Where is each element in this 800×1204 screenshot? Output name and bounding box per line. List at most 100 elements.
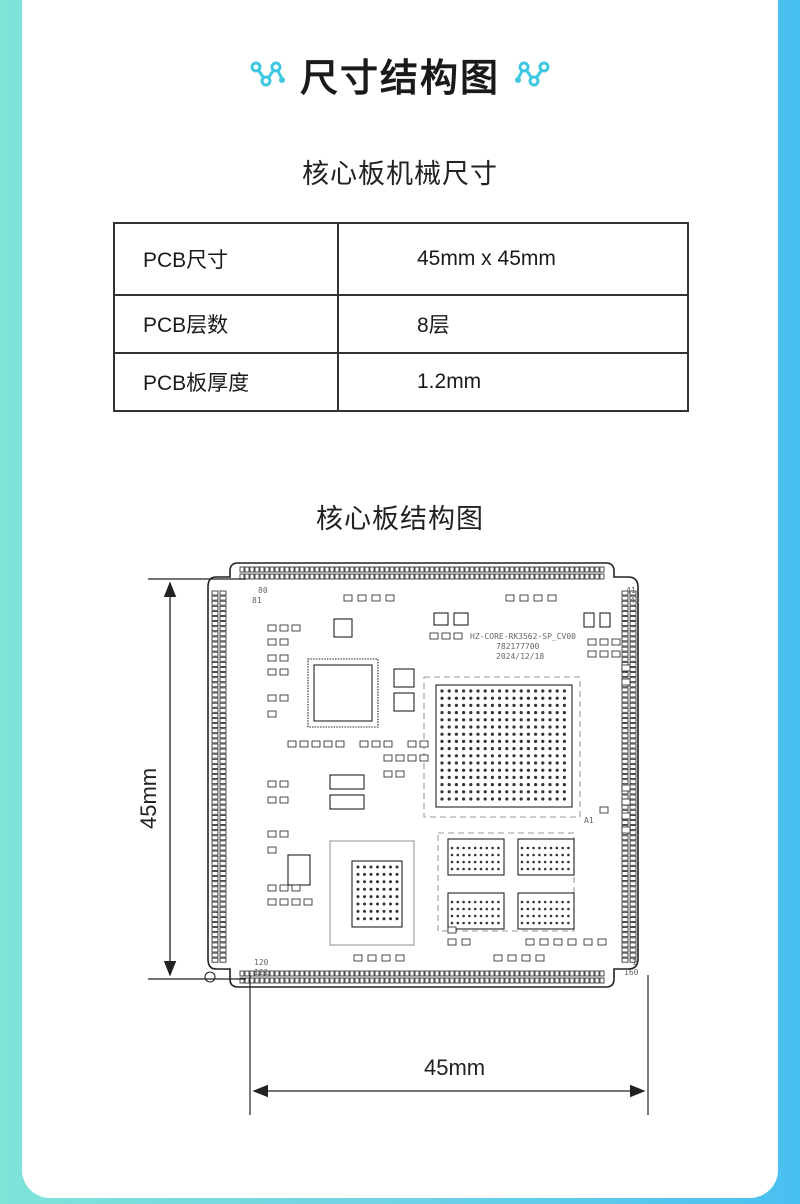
edge-pad bbox=[309, 977, 315, 984]
edge-pad bbox=[314, 573, 320, 580]
edge-pad bbox=[464, 573, 470, 580]
edge-pad bbox=[211, 942, 219, 948]
edge-pad bbox=[544, 573, 550, 580]
solder-ball bbox=[369, 865, 373, 869]
smd-part bbox=[621, 826, 631, 834]
edge-pad bbox=[211, 748, 219, 754]
solder-ball bbox=[541, 790, 545, 794]
bga-lower-chip bbox=[351, 860, 403, 928]
edge-pad bbox=[629, 901, 637, 907]
content-card: 尺寸结构图 核心板机械尺寸 PCB尺寸 45mm x 45mm PCB层数 8层… bbox=[22, 0, 778, 1198]
edge-pad bbox=[621, 769, 629, 774]
edge-pad bbox=[509, 573, 515, 580]
solder-ball bbox=[541, 797, 545, 801]
solder-ball bbox=[490, 703, 494, 707]
smd-part bbox=[299, 740, 309, 748]
smd-part bbox=[621, 678, 631, 686]
edge-pad bbox=[264, 573, 270, 580]
edge-pad bbox=[359, 573, 365, 580]
solder-ball bbox=[505, 696, 509, 700]
edge-pad bbox=[629, 738, 637, 744]
edge-pad bbox=[314, 970, 320, 977]
solder-ball bbox=[538, 860, 541, 864]
solder-ball bbox=[562, 711, 566, 715]
edge-pad bbox=[594, 977, 600, 984]
solder-ball bbox=[526, 718, 530, 722]
solder-ball bbox=[534, 768, 538, 772]
solder-ball bbox=[485, 900, 489, 904]
smd-part bbox=[383, 754, 393, 762]
solder-ball bbox=[498, 768, 502, 772]
edge-pad bbox=[219, 794, 227, 800]
edge-pad bbox=[339, 977, 345, 984]
edge-pad bbox=[629, 631, 637, 637]
solder-ball bbox=[497, 914, 500, 918]
solder-ball bbox=[498, 689, 502, 693]
solder-ball bbox=[505, 689, 509, 693]
solder-ball bbox=[389, 865, 392, 869]
solder-ball bbox=[505, 797, 509, 801]
edge-pad bbox=[219, 651, 227, 657]
edge-pad bbox=[509, 566, 515, 573]
solder-ball bbox=[479, 867, 483, 871]
solder-ball bbox=[479, 914, 483, 918]
solder-ball bbox=[548, 718, 552, 722]
edge-pad bbox=[211, 850, 219, 856]
edge-pad bbox=[519, 566, 525, 573]
solder-ball bbox=[382, 880, 386, 884]
edge-pad bbox=[564, 970, 570, 977]
edge-pad bbox=[429, 573, 435, 580]
solder-ball bbox=[526, 921, 530, 925]
edge-pad bbox=[621, 728, 629, 734]
edge-pad bbox=[621, 631, 629, 637]
smd-part bbox=[599, 638, 609, 646]
edge-pad bbox=[294, 977, 300, 984]
edge-pad bbox=[629, 881, 637, 887]
solder-ball bbox=[519, 696, 523, 700]
edge-pad bbox=[211, 947, 219, 953]
edge-pad bbox=[274, 977, 280, 984]
edge-pad bbox=[569, 566, 575, 573]
solder-ball bbox=[512, 747, 516, 751]
edge-pad bbox=[259, 566, 265, 573]
smd-part bbox=[539, 938, 549, 946]
edge-pad bbox=[534, 566, 540, 573]
solder-ball bbox=[526, 846, 530, 850]
edge-pad bbox=[621, 611, 629, 616]
edge-pad bbox=[269, 970, 275, 977]
edge-pad bbox=[621, 733, 629, 739]
solder-ball bbox=[532, 921, 535, 925]
edge-pad bbox=[554, 977, 560, 984]
edge-pad bbox=[211, 891, 219, 897]
edge-pad bbox=[621, 753, 629, 759]
edge-pad bbox=[629, 947, 637, 953]
solder-ball bbox=[520, 900, 524, 904]
edge-pad bbox=[249, 566, 255, 573]
edge-pad bbox=[419, 566, 425, 573]
edge-pad bbox=[211, 835, 219, 841]
edge-pad bbox=[344, 970, 350, 977]
solder-ball bbox=[505, 747, 509, 751]
inductor bbox=[329, 794, 365, 810]
solder-ball bbox=[512, 689, 516, 693]
solder-ball bbox=[505, 711, 509, 715]
edge-pad bbox=[629, 927, 637, 933]
solder-ball bbox=[532, 900, 535, 904]
edge-pad bbox=[584, 970, 590, 977]
bga-chip bbox=[435, 684, 573, 808]
edge-pad bbox=[309, 970, 315, 977]
edge-pad bbox=[219, 758, 227, 764]
solder-ball bbox=[483, 761, 487, 765]
solder-ball bbox=[473, 907, 477, 911]
solder-ball bbox=[555, 783, 559, 787]
solder-ball bbox=[541, 696, 545, 700]
solder-ball bbox=[462, 739, 466, 743]
edge-pad bbox=[359, 566, 365, 573]
edge-pad bbox=[629, 748, 637, 754]
solder-ball bbox=[555, 689, 559, 693]
edge-pad bbox=[219, 697, 227, 703]
solder-ball bbox=[356, 887, 360, 891]
solder-ball bbox=[382, 865, 386, 869]
solder-ball bbox=[454, 725, 458, 729]
edge-pad bbox=[379, 566, 385, 573]
